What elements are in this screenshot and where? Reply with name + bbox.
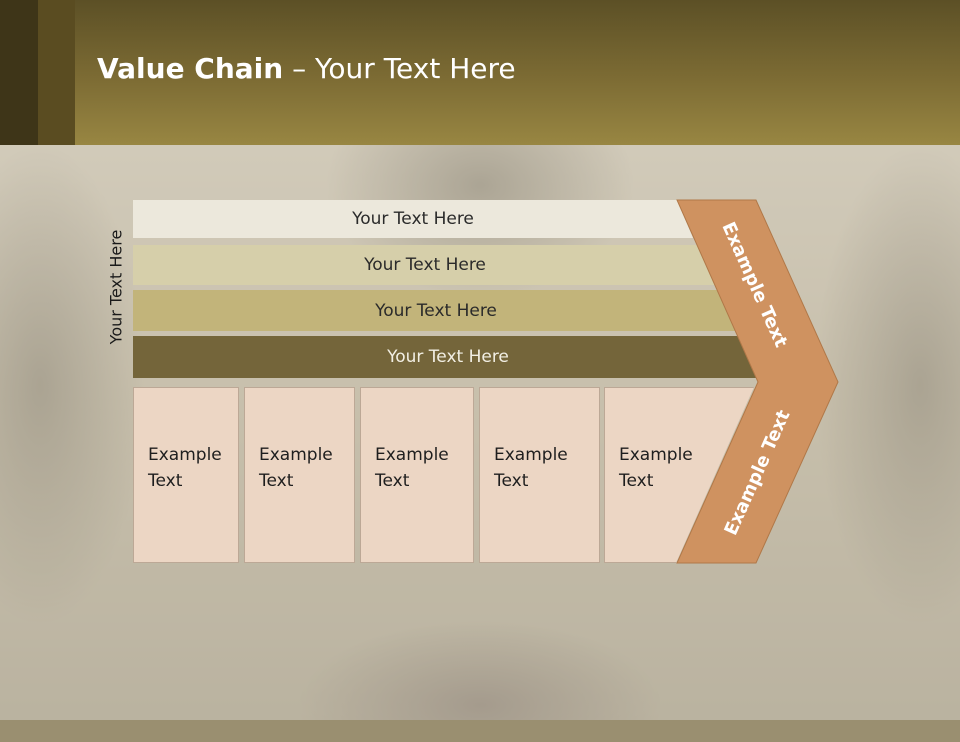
primary-activity-line1: Example <box>375 445 449 465</box>
primary-activity-line1: Example <box>494 445 568 465</box>
primary-activity-box-1: Example Text <box>133 387 239 563</box>
primary-activity-line1: Example <box>259 445 333 465</box>
primary-activity-box-2: Example Text <box>244 387 355 563</box>
primary-activity-line2: Text <box>494 471 529 491</box>
primary-activity-line2: Text <box>619 471 654 491</box>
primary-activity-line2: Text <box>259 471 294 491</box>
margin-chevron-shape <box>676 199 839 564</box>
slide-title-bold: Value Chain <box>97 52 284 85</box>
primary-activity-line1: Example <box>619 445 693 465</box>
primary-activity-line2: Text <box>148 471 183 491</box>
primary-activity-box-3: Example Text <box>360 387 474 563</box>
slide-title: Value Chain – Your Text Here <box>97 52 516 85</box>
support-activity-bar-1: Your Text Here <box>133 200 693 238</box>
primary-activity-line2: Text <box>375 471 410 491</box>
banner-accent-mid <box>38 0 75 145</box>
primary-activity-box-4: Example Text <box>479 387 600 563</box>
support-activity-bar-2: Your Text Here <box>133 245 717 285</box>
diagram-reflection: Example Text Example Text Example Text E… <box>0 412 960 742</box>
title-banner: Value Chain – Your Text Here <box>0 0 960 145</box>
support-activity-label-1: Your Text Here <box>352 209 474 229</box>
primary-activity-line1: Example <box>148 445 222 465</box>
slide-title-rest: – Your Text Here <box>283 52 516 85</box>
support-activity-label-4: Your Text Here <box>387 347 509 367</box>
banner-accent-dark <box>0 0 38 145</box>
support-activity-label-3: Your Text Here <box>375 300 497 321</box>
margin-chevron: Example Text Example Text <box>676 199 839 564</box>
support-activity-bar-3: Your Text Here <box>133 290 739 331</box>
support-activity-bar-4: Your Text Here <box>133 336 763 378</box>
support-activity-label-2: Your Text Here <box>364 255 486 275</box>
